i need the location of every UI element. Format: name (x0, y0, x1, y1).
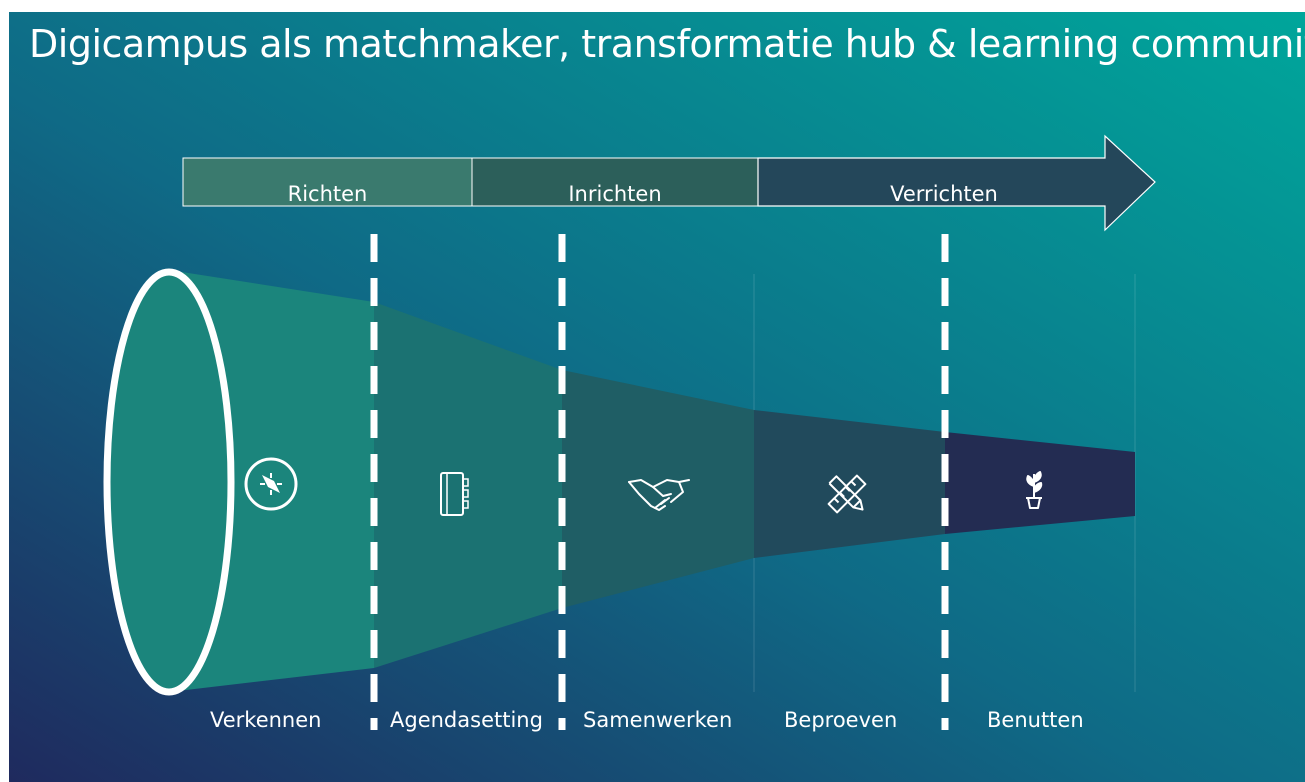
phase-box-richten (182, 157, 473, 207)
slide-title: Digicampus als matchmaker, transformatie… (29, 22, 1305, 66)
stage-label-beproeven: Beproeven (784, 708, 898, 732)
pencil-ruler-icon (827, 474, 867, 514)
phase-arrow-verrichten (757, 134, 1156, 232)
funnel-mouth (103, 268, 235, 696)
slide: Digicampus als matchmaker, transformatie… (9, 12, 1305, 782)
stage-label-benutten: Benutten (987, 708, 1084, 732)
funnel-diagram (9, 12, 1305, 782)
funnel-segment-samenwerken (562, 370, 754, 608)
phase-label-verrichten: Verrichten (890, 182, 998, 206)
stage-label-samenwerken: Samenwerken (583, 708, 733, 732)
handshake-icon (628, 479, 690, 511)
phase-label-inrichten: Inrichten (568, 182, 662, 206)
plant-icon (1026, 471, 1043, 509)
compass-icon (244, 457, 298, 511)
phase-box-inrichten (471, 157, 759, 207)
notebook-icon (440, 472, 469, 516)
phase-label-richten: Richten (287, 182, 368, 206)
stage-label-verkennen: Verkennen (210, 708, 322, 732)
stage-label-agendasetting: Agendasetting (390, 708, 543, 732)
